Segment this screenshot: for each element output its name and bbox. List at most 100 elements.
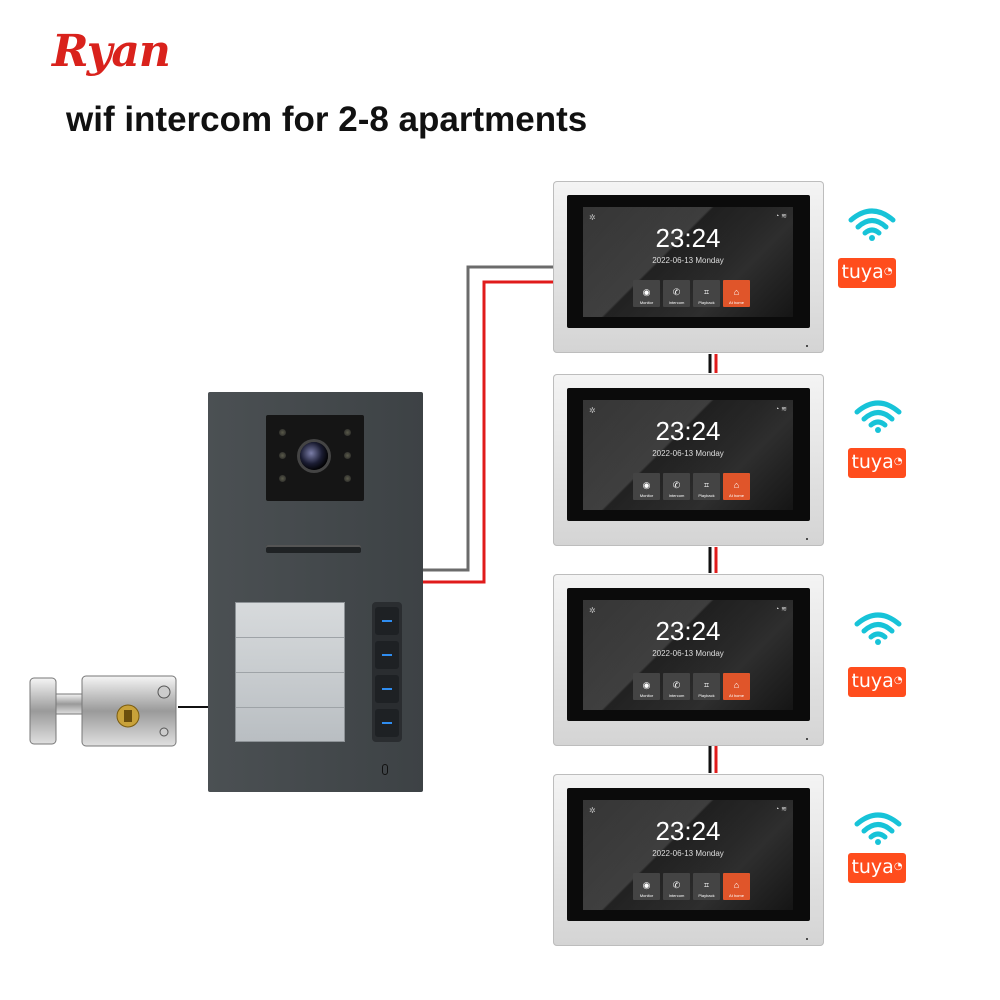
playback-button[interactable]: ⌗Playback: [693, 673, 720, 700]
ir-led: [279, 475, 286, 482]
button-label: Monitor: [639, 693, 654, 698]
call-button-column: [372, 602, 402, 742]
wifi-status-icon: ◔ ≋: [774, 213, 787, 220]
microphone-icon: [382, 764, 388, 775]
monitor-button[interactable]: ◉Monitor: [633, 280, 660, 307]
monitor-button[interactable]: ◉ Monitor: [633, 473, 660, 500]
playback-button[interactable]: ⌗ Playback: [693, 873, 720, 900]
ir-led: [344, 475, 351, 482]
indicator-dot: [806, 738, 808, 740]
wifi-icon: [854, 400, 902, 433]
monitor-bezel: ✲ ◔ ≋ 23:24 2022-06-13 Monday ◉Monitor✆I…: [567, 788, 810, 921]
playback-button[interactable]: ⌗ Playback: [693, 280, 720, 307]
home-icon: ⌂: [733, 287, 740, 297]
camera-module: [266, 415, 364, 501]
playback-icon: ⌗: [703, 287, 710, 297]
wire-red: [423, 280, 553, 584]
wifi-status-icon: ◔ ≋: [774, 606, 787, 613]
gear-icon[interactable]: ✲: [589, 406, 596, 415]
eye-icon: ◉: [642, 480, 651, 490]
at-home-button[interactable]: ⌂ At home: [723, 873, 750, 900]
monitor-button[interactable]: ◉ Monitor: [633, 873, 660, 900]
button-label: At home: [729, 693, 744, 698]
button-label: Intercom: [668, 893, 685, 898]
ir-led: [279, 452, 286, 459]
monitor-screen: ✲ ◔ ≋ 23:24 2022-06-13 Monday ◉Monitor✆I…: [583, 207, 793, 317]
home-icon: ⌂: [733, 880, 740, 890]
brand-logo: Ryan: [52, 26, 171, 77]
intercom-button[interactable]: ✆Intercom: [663, 473, 690, 500]
indoor-monitor-1: ✲ ◔ ≋ 23:24 2022-06-13 Monday ◉Monitor✆I…: [553, 181, 824, 353]
tuya-label: tuya: [841, 261, 884, 283]
call-button-1[interactable]: [375, 607, 399, 635]
button-label: Intercom: [668, 693, 685, 698]
wifi-icon: [848, 208, 896, 241]
button-label: Playback: [698, 893, 715, 898]
eye-icon: ◉: [642, 680, 651, 690]
button-label: Monitor: [639, 300, 654, 305]
clock-time: 23:24: [655, 616, 721, 646]
phone-icon: ✆: [672, 287, 681, 297]
wire-gray: [423, 265, 553, 572]
speaker-grille: [266, 545, 361, 553]
button-label: Playback: [698, 493, 715, 498]
playback-button[interactable]: ⌗ Playback: [693, 473, 720, 500]
call-button-3[interactable]: [375, 675, 399, 703]
monitor-app-buttons: ◉Monitor✆Intercom ⌗ Playback ⌂ At home: [633, 280, 750, 307]
tuya-badge: tuya◔: [848, 667, 906, 697]
phone-icon: ✆: [672, 480, 681, 490]
wifi-status-icon: ◔ ≋: [774, 806, 787, 813]
gear-icon[interactable]: ✲: [589, 606, 596, 615]
button-label: Playback: [698, 693, 715, 698]
button-label: Monitor: [639, 893, 654, 898]
tuya-badge: tuya◔: [848, 448, 906, 478]
clock-date: 2022-06-13 Monday: [652, 449, 724, 458]
tuya-swoosh-icon: ◔: [893, 675, 903, 686]
home-icon: ⌂: [733, 480, 740, 490]
button-label: At home: [729, 300, 744, 305]
indoor-monitor-2: ✲ ◔ ≋ 23:24 2022-06-13 Monday ◉Monitor✆I…: [553, 374, 824, 546]
chain-1: [708, 354, 718, 373]
monitor-app-buttons: ◉ Monitor ✆ Intercom ⌗Playback ⌂ At home: [633, 673, 750, 700]
clock-date: 2022-06-13 Monday: [652, 256, 724, 265]
intercom-button[interactable]: ✆ Intercom: [663, 673, 690, 700]
wifi-icon: [854, 612, 902, 645]
phone-icon: ✆: [672, 680, 681, 690]
playback-icon: ⌗: [703, 480, 710, 490]
monitor-bezel: ✲ ◔ ≋ 23:24 2022-06-13 Monday ◉Monitor✆I…: [567, 388, 810, 521]
clock-time: 23:24: [655, 816, 721, 846]
indoor-monitor-3: ✲ ◔ ≋ 23:24 2022-06-13 Monday ◉ Monitor ✆ I…: [553, 574, 824, 746]
electric-lock-icon: [29, 675, 177, 747]
intercom-button[interactable]: ✆Intercom: [663, 280, 690, 307]
at-home-button[interactable]: ⌂ At home: [723, 280, 750, 307]
button-label: Playback: [698, 300, 715, 305]
call-button-2[interactable]: [375, 641, 399, 669]
chain-3: [708, 746, 718, 773]
gear-icon[interactable]: ✲: [589, 806, 596, 815]
button-label: Monitor: [639, 493, 654, 498]
tuya-badge: tuya◔: [838, 258, 896, 288]
clock-time: 23:24: [655, 223, 721, 253]
intercom-button[interactable]: ✆ Intercom: [663, 873, 690, 900]
monitor-screen: ✲ ◔ ≋ 23:24 2022-06-13 Monday ◉Monitor✆I…: [583, 400, 793, 510]
tuya-label: tuya: [851, 451, 894, 473]
clock-date: 2022-06-13 Monday: [652, 649, 724, 658]
home-icon: ⌂: [733, 680, 740, 690]
at-home-button[interactable]: ⌂At home: [723, 473, 750, 500]
at-home-button[interactable]: ⌂ At home: [723, 673, 750, 700]
indicator-dot: [806, 538, 808, 540]
eye-icon: ◉: [642, 880, 651, 890]
button-label: At home: [729, 893, 744, 898]
tuya-swoosh-icon: ◔: [893, 456, 903, 467]
playback-icon: ⌗: [703, 880, 710, 890]
monitor-button[interactable]: ◉ Monitor: [633, 673, 660, 700]
phone-icon: ✆: [672, 880, 681, 890]
call-button-4[interactable]: [375, 709, 399, 737]
monitor-bezel: ✲ ◔ ≋ 23:24 2022-06-13 Monday ◉ Monitor ✆ I…: [567, 588, 810, 721]
headline: wif intercom for 2-8 apartments: [66, 100, 588, 139]
clock-time: 23:24: [655, 416, 721, 446]
gear-icon[interactable]: ✲: [589, 213, 596, 222]
tuya-badge: tuya◔: [848, 853, 906, 883]
tuya-label: tuya: [851, 856, 894, 878]
indicator-dot: [806, 345, 808, 347]
